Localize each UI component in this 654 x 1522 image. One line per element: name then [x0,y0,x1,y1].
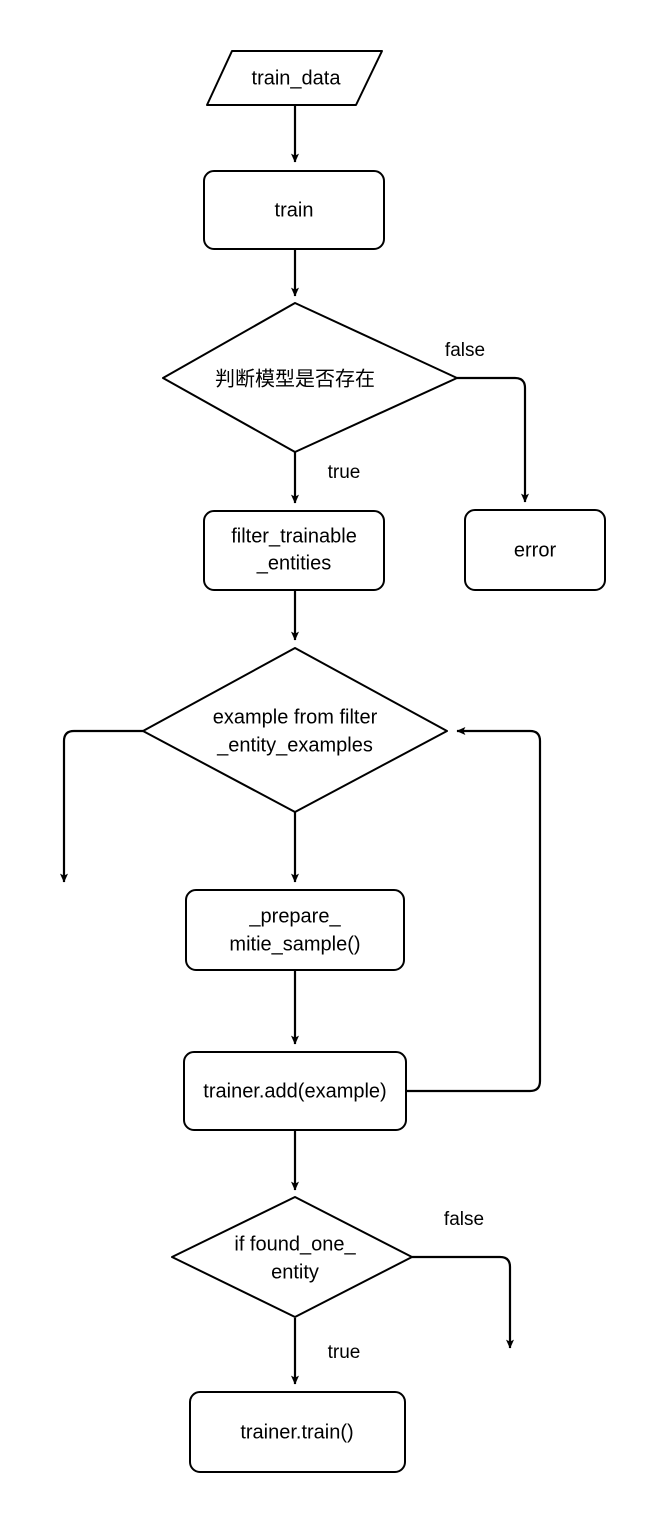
trainer-add-label: trainer.add(example) [203,1080,386,1102]
trainer-add-box [183,1051,407,1131]
filter-trainable-entities-label-line1: filter_trainable [231,525,357,547]
model-exists-label: 判断模型是否存在 [215,367,375,391]
found-one-entity-label-line2: entity [271,1261,319,1283]
error-box [464,509,606,591]
error-label: error [514,539,557,561]
example-loop-label-line2: _entity_examples [216,734,373,756]
trainer-train-box [189,1391,406,1473]
train-data-label: train_data [252,67,342,89]
filter-trainable-entities-label-line2: _entities [256,552,332,574]
node-train-data[interactable]: train_data [206,50,383,106]
node-prepare-mitie-sample[interactable]: _prepare_ mitie_sample() [185,889,405,971]
node-trainer-train[interactable]: trainer.train() [189,1391,406,1473]
train-data-parallelogram [206,50,383,106]
trainer-train-label: trainer.train() [240,1421,353,1443]
train-label: train [275,199,314,221]
edge-label-found-one-true: true [328,1342,361,1363]
prepare-mitie-sample-label-line1: _prepare_ [248,905,341,927]
node-error[interactable]: error [464,509,606,591]
edge-trainer-add-loopback-to-example-loop [406,727,542,1093]
node-example-loop[interactable]: example from filter _entity_examples [142,647,448,813]
found-one-entity-label-line1: if found_one_ [234,1233,356,1255]
edge-model-exists-false-to-error [457,376,529,503]
edge-found-one-false-exit [412,1255,514,1349]
example-loop-diamond [142,647,448,813]
train-box [203,170,385,250]
edge-label-found-one-false: false [444,1209,484,1230]
prepare-mitie-sample-label-line2: mitie_sample() [229,933,360,955]
edge-label-model-exists-true: true [328,462,361,483]
found-one-entity-diamond [171,1196,413,1318]
model-exists-diamond [162,302,458,453]
node-found-one-entity[interactable]: if found_one_ entity [171,1196,413,1318]
example-loop-label-line1: example from filter [213,706,378,728]
filter-trainable-entities-box [203,510,385,591]
node-trainer-add[interactable]: trainer.add(example) [183,1051,407,1131]
prepare-mitie-sample-box [185,889,405,971]
edge-example-loop-exit [60,729,143,883]
node-model-exists[interactable]: 判断模型是否存在 [162,302,458,453]
edge-label-model-exists-false: false [445,340,485,361]
node-filter-trainable-entities[interactable]: filter_trainable _entities [203,510,385,591]
node-train[interactable]: train [203,170,385,250]
